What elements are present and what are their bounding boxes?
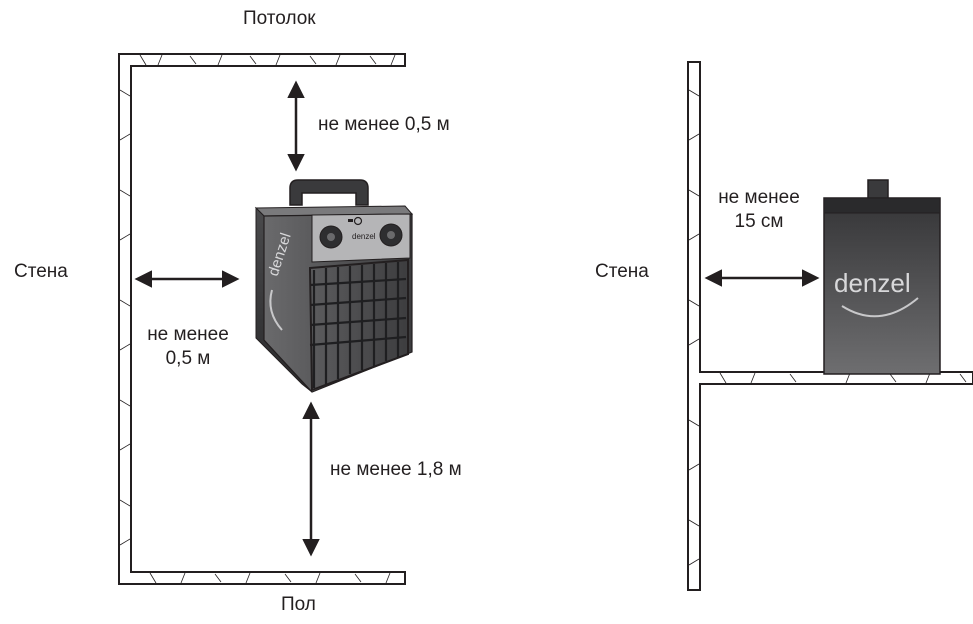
right-wall-hatching <box>688 89 967 566</box>
left-room-walls <box>118 53 406 585</box>
side-clearance-label: не менее 0,5 м <box>134 323 242 371</box>
side-clearance-line2: 0,5 м <box>165 348 211 369</box>
wall-clearance-line2: 15 см <box>734 211 784 232</box>
left-wall-label: Стена <box>14 261 68 282</box>
side-clearance-line1: не менее <box>147 324 229 345</box>
top-clearance-label: не менее 0,5 м <box>318 114 450 135</box>
wall-clearance-label: не менее 15 см <box>700 186 818 234</box>
ceiling-label: Потолок <box>243 8 316 29</box>
left-wall-hatching <box>119 54 396 584</box>
right-heater <box>823 179 941 375</box>
left-heater <box>254 179 414 393</box>
right-heater-logo: denzel <box>834 268 911 298</box>
right-room-walls <box>687 61 973 591</box>
left-arrows <box>134 80 320 557</box>
wall-clearance-line1: не менее <box>718 187 800 208</box>
floor-clearance-label: не менее 1,8 м <box>330 459 462 480</box>
right-wall-label: Стена <box>595 261 649 282</box>
floor-label: Пол <box>281 594 316 615</box>
left-heater-panel-logo: denzel <box>352 232 376 241</box>
